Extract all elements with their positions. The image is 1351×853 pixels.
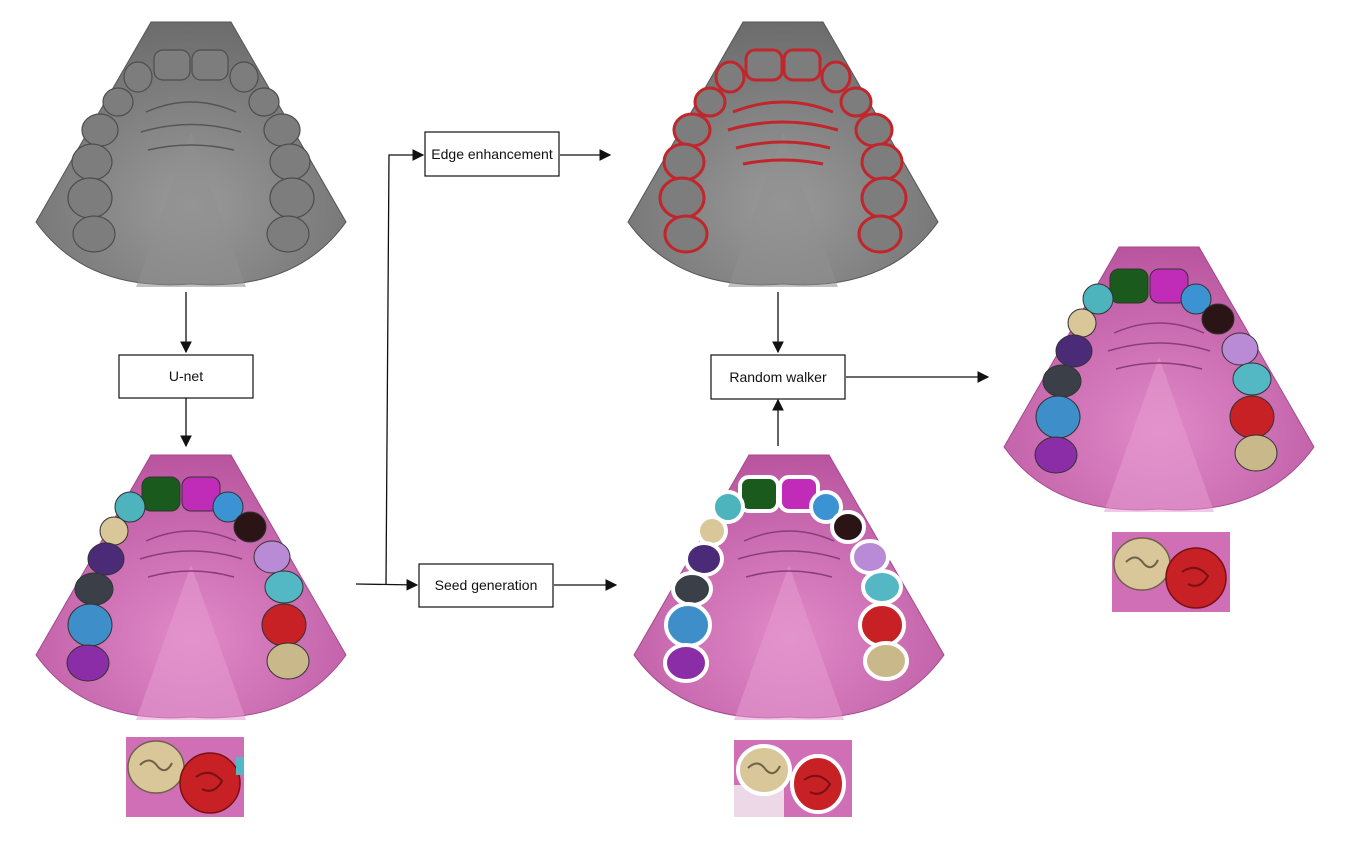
input-scan-image — [35, 21, 347, 287]
seed-generation-label: Seed generation — [435, 577, 538, 593]
edge-enhancement-box: Edge enhancement — [424, 131, 560, 177]
final-segmentation-image — [1003, 246, 1315, 512]
seed-generation-image — [633, 454, 945, 720]
connectors — [180, 149, 990, 591]
random-walker-box: Random walker — [710, 354, 846, 400]
seed-generation-box: Seed generation — [418, 563, 554, 608]
edge-enhanced-image — [627, 21, 939, 287]
edge-enhancement-label: Edge enhancement — [431, 146, 553, 162]
unet-segmentation-image — [35, 454, 347, 720]
final-zoom-inset — [1112, 532, 1230, 612]
unet-label: U-net — [169, 368, 203, 384]
unet-zoom-inset — [126, 737, 244, 817]
unet-box: U-net — [118, 354, 254, 399]
arrow-split-to-edge — [385, 149, 425, 586]
seed-zoom-inset — [734, 740, 852, 817]
random-walker-label: Random walker — [729, 369, 827, 385]
